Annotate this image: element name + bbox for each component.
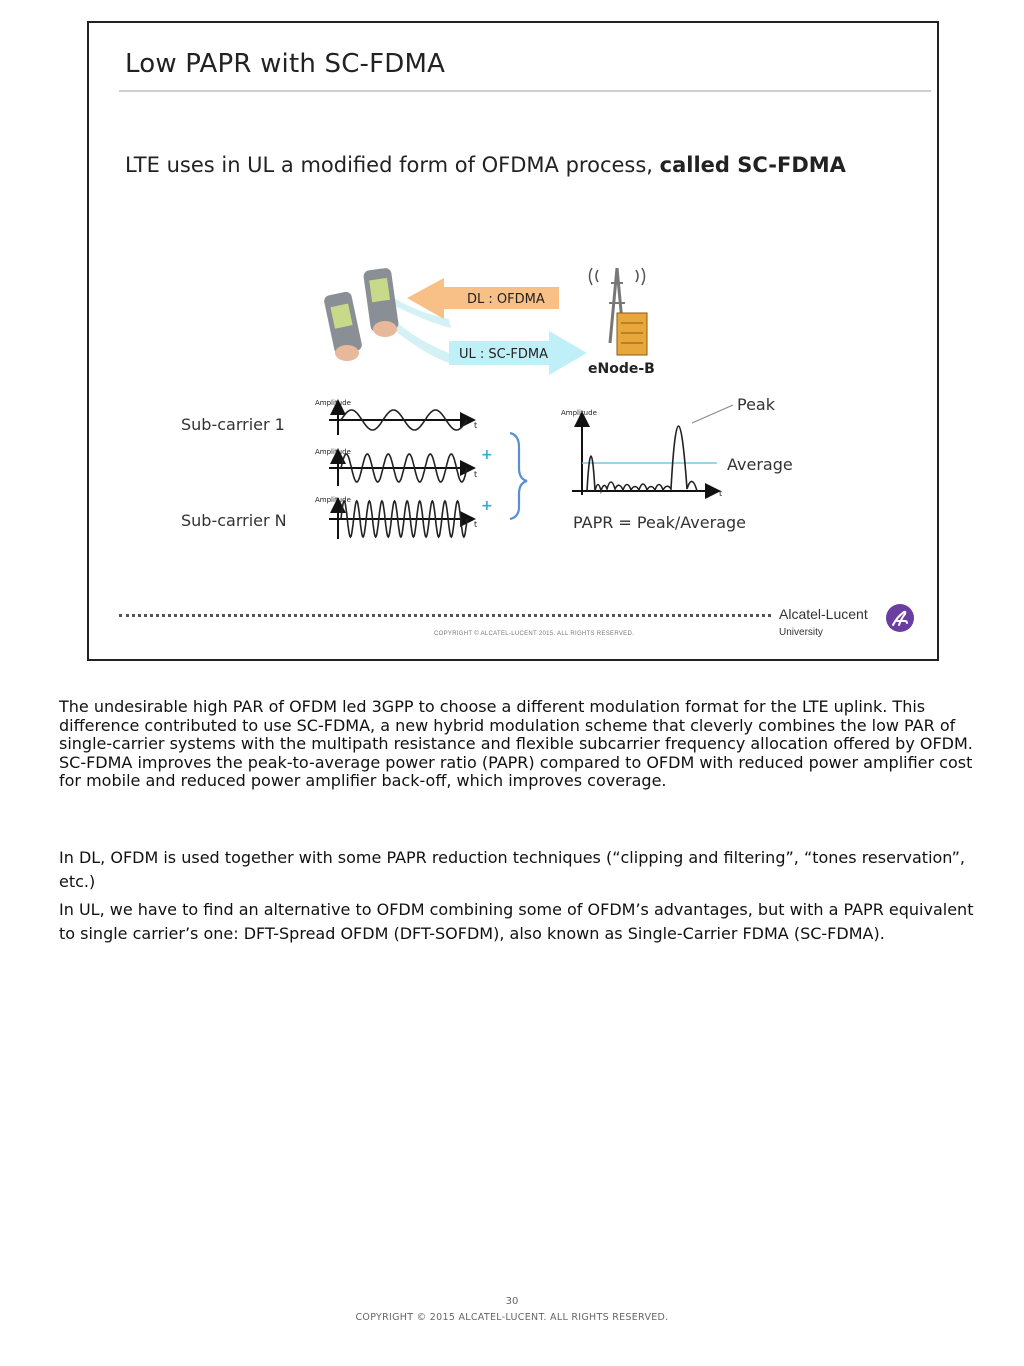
plus-sign-1: + — [481, 447, 493, 463]
paragraph-2: In DL, OFDM is used together with some P… — [59, 848, 965, 891]
papr-plot: Amplitude t Peak Average PAPR = Peak/Ave… — [561, 395, 793, 532]
enodeb-label: eNode-B — [588, 361, 655, 377]
curly-brace — [509, 431, 528, 521]
svg-text:t: t — [474, 470, 477, 479]
ul-arrow: UL : SC-FDMA — [449, 331, 587, 375]
dl-arrow-label: DL : OFDMA — [467, 292, 545, 307]
svg-text:Amplitude: Amplitude — [315, 399, 351, 407]
peak-label: Peak — [737, 395, 776, 414]
page-copyright: COPYRIGHT © 2015 ALCATEL-LUCENT. ALL RIG… — [355, 1312, 669, 1323]
page-number: 30 — [505, 1296, 519, 1307]
brand-subtitle: University — [779, 627, 823, 638]
svg-text:Amplitude: Amplitude — [561, 409, 597, 417]
svg-text:t: t — [474, 520, 477, 529]
plus-sign-2: + — [481, 498, 493, 514]
slide-image: Low PAPR with SC-FDMA LTE uses in UL a m… — [87, 21, 939, 661]
lte-diagram: DL : OFDMA UL : SC-FDMA eNode-B Sub-carr… — [181, 267, 793, 539]
sine-wave-2 — [340, 453, 468, 483]
sine-wave-1 — [340, 409, 468, 431]
dl-arrow: DL : OFDMA — [407, 278, 559, 319]
sine-wave-n — [340, 499, 468, 539]
peak-pointer — [691, 404, 734, 424]
subcarrier-n-label: Sub-carrier N — [181, 511, 287, 530]
waveform-subcarrier-2: Amplitude t + — [315, 447, 493, 486]
svg-text:t: t — [719, 489, 722, 498]
slide-title: Low PAPR with SC-FDMA — [125, 49, 446, 79]
average-label: Average — [727, 455, 793, 474]
slide-copyright: COPYRIGHT © ALCATEL-LUCENT 2015. ALL RIG… — [434, 631, 635, 637]
subcarrier-1-label: Sub-carrier 1 — [181, 415, 285, 434]
waveform-subcarrier-n: Amplitude t + — [315, 496, 493, 539]
subtitle-bold: called SC-FDMA — [659, 153, 846, 177]
brand-name: Alcatel-Lucent — [779, 606, 868, 622]
ul-arrow-label: UL : SC-FDMA — [459, 347, 548, 362]
papr-formula: PAPR = Peak/Average — [573, 513, 746, 532]
subtitle-plain: LTE uses in UL a modified form of OFDMA … — [125, 153, 660, 177]
title-divider — [119, 90, 931, 92]
alcatel-lucent-logo-icon — [886, 604, 914, 632]
enodeb-tower-icon — [588, 267, 648, 356]
slide-subtitle: LTE uses in UL a modified form of OFDMA … — [125, 153, 846, 177]
slide-footer-dots — [119, 614, 771, 617]
paragraph-3: In UL, we have to find an alternative to… — [59, 900, 974, 943]
papr-signal — [586, 425, 698, 495]
waveform-subcarrier-1: Amplitude t — [315, 399, 477, 435]
mobile-phones-icon — [324, 268, 451, 363]
svg-text:t: t — [474, 421, 477, 430]
paragraph-1: The undesirable high PAR of OFDM led 3GP… — [59, 697, 973, 790]
